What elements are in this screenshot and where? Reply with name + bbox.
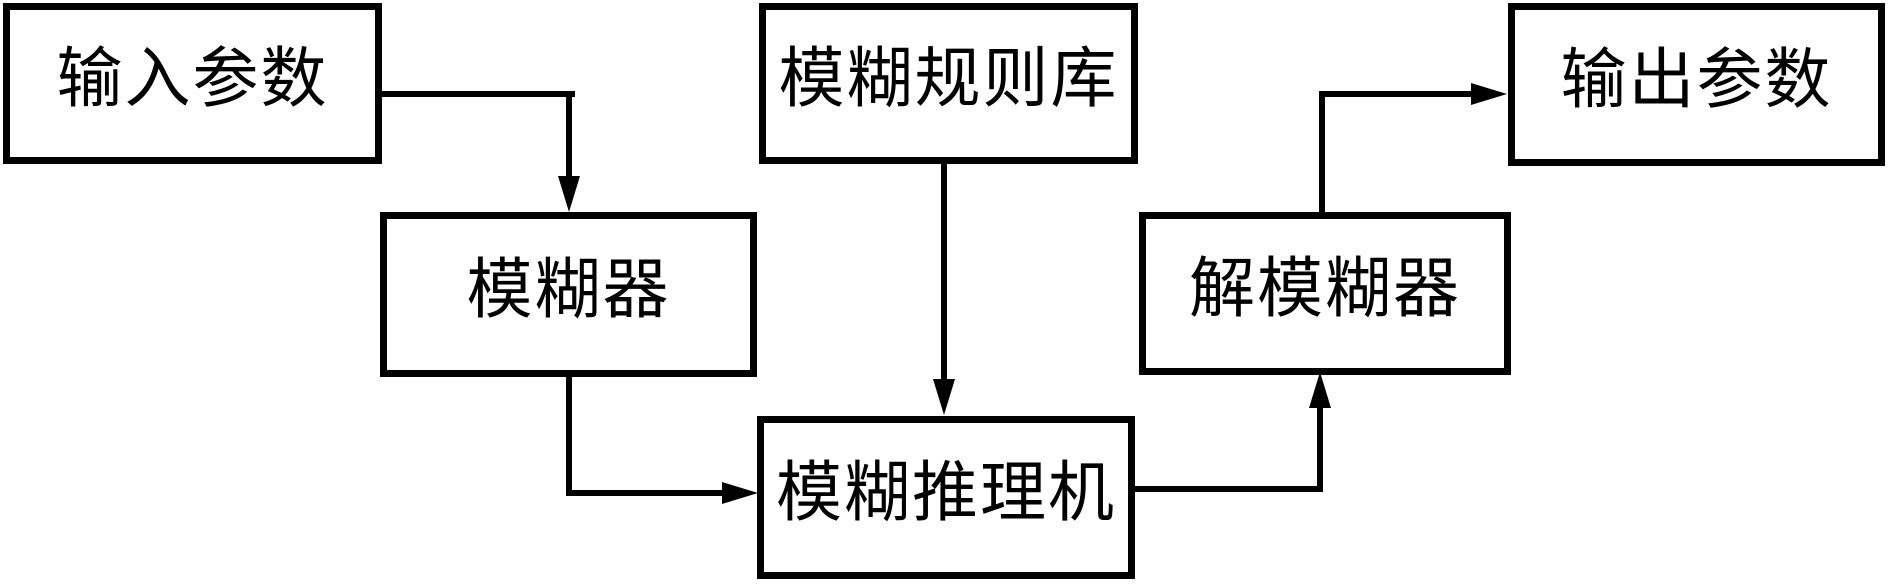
arrowhead-up-icon bbox=[1309, 372, 1331, 408]
node-output-params: 输出参数 bbox=[1508, 3, 1885, 166]
edge-fuzzifier-to-inference-hline bbox=[566, 490, 724, 496]
node-fuzzy-inference-engine: 模糊推理机 bbox=[757, 416, 1135, 579]
arrowhead-down-icon bbox=[558, 176, 580, 212]
edge-fuzzifier-to-inference-vline bbox=[566, 374, 572, 496]
edge-rulebase-to-inference-vline bbox=[941, 160, 947, 380]
edge-inference-to-defuzzifier-hline bbox=[1131, 486, 1323, 492]
node-input-params: 输入参数 bbox=[3, 3, 382, 164]
edge-defuzzifier-to-output-vline bbox=[1319, 91, 1325, 213]
node-fuzzy-rule-base-label: 模糊规则库 bbox=[778, 42, 1119, 116]
node-defuzzifier-label: 解模糊器 bbox=[1189, 252, 1461, 326]
edge-inference-to-defuzzifier-vline bbox=[1317, 407, 1323, 492]
node-output-params-label: 输出参数 bbox=[1560, 43, 1833, 117]
edge-input-to-fuzzifier-hline bbox=[379, 91, 575, 97]
arrowhead-right-icon bbox=[722, 482, 758, 504]
arrowhead-right-icon bbox=[1471, 83, 1507, 105]
edge-defuzzifier-to-output-hline bbox=[1319, 91, 1473, 97]
node-defuzzifier: 解模糊器 bbox=[1139, 212, 1511, 375]
node-fuzzy-inference-engine-label: 模糊推理机 bbox=[776, 456, 1116, 530]
node-fuzzifier-label: 模糊器 bbox=[466, 253, 671, 327]
node-fuzzifier: 模糊器 bbox=[380, 212, 757, 377]
arrowhead-down-icon bbox=[933, 379, 955, 415]
node-input-params-label: 输入参数 bbox=[56, 42, 329, 116]
node-fuzzy-rule-base: 模糊规则库 bbox=[759, 3, 1138, 164]
edge-input-to-fuzzifier-vline bbox=[566, 91, 572, 177]
